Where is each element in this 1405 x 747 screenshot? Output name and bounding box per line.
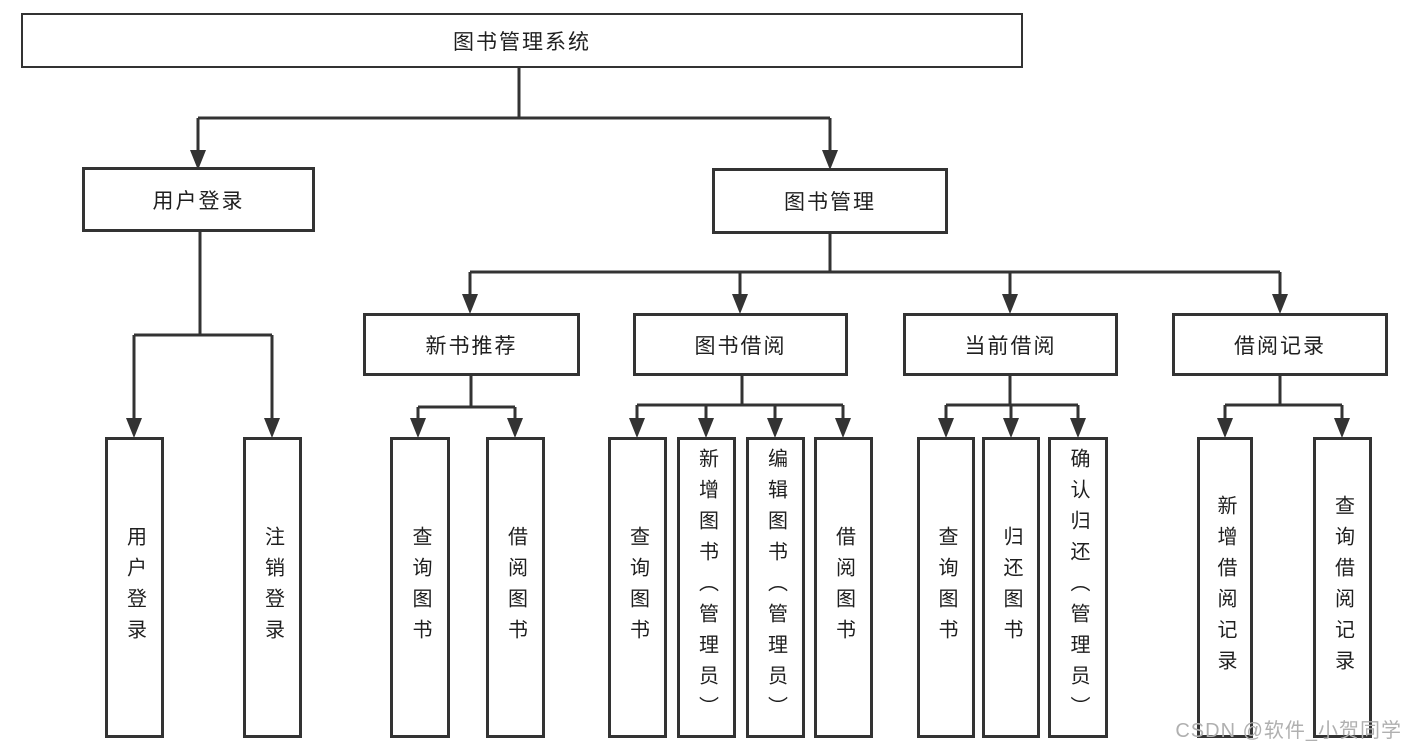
node-label: 注销登录 xyxy=(261,525,284,650)
node-label: 图书借阅 xyxy=(694,334,787,358)
node-current-borrowing: 当前借阅 xyxy=(903,313,1118,376)
node-label: 归还图书 xyxy=(1000,525,1022,650)
leaf-query-books-recommend: 查询图书 xyxy=(390,437,450,738)
connector-current-borrow-children xyxy=(938,376,1086,438)
node-label: 用户登录 xyxy=(152,189,245,213)
node-label: 查询图书 xyxy=(935,525,957,650)
node-label: 编辑图书（管理员） xyxy=(764,448,787,727)
node-label: 图书管理系统 xyxy=(453,30,591,54)
node-label: 借阅图书 xyxy=(832,525,855,650)
node-label: 查询借阅记录 xyxy=(1331,494,1354,681)
connector-new-book-children xyxy=(410,376,523,438)
node-book-management: 图书管理 xyxy=(712,168,948,234)
leaf-query-borrow-record: 查询借阅记录 xyxy=(1313,437,1372,738)
connector-root-to-level2 xyxy=(190,66,838,170)
node-label: 确认归还（管理员） xyxy=(1067,448,1089,727)
leaf-return-books: 归还图书 xyxy=(982,437,1040,738)
leaf-add-book-admin: 新增图书（管理员） xyxy=(677,437,736,738)
leaf-confirm-return-admin: 确认归还（管理员） xyxy=(1048,437,1108,738)
csdn-watermark: CSDN @软件_小贺同学 xyxy=(1175,720,1402,742)
node-user-login: 用户登录 xyxy=(82,167,315,232)
node-label: 查询图书 xyxy=(626,525,649,650)
node-new-book-recommend: 新书推荐 xyxy=(363,313,580,376)
leaf-user-login: 用户登录 xyxy=(105,437,164,738)
node-label: 用户登录 xyxy=(123,525,146,650)
leaf-borrow-books-recommend: 借阅图书 xyxy=(486,437,545,738)
node-label: 图书管理 xyxy=(784,191,876,214)
node-book-borrowing: 图书借阅 xyxy=(633,313,848,376)
leaf-add-borrow-record: 新增借阅记录 xyxy=(1197,437,1253,738)
leaf-query-books-current: 查询图书 xyxy=(917,437,975,738)
connector-book-borrow-children xyxy=(629,376,851,438)
node-label: 借阅图书 xyxy=(504,525,527,650)
node-label: 新增借阅记录 xyxy=(1214,494,1236,681)
connector-book-mgmt-to-level3 xyxy=(462,234,1288,314)
node-borrow-records: 借阅记录 xyxy=(1172,313,1388,376)
connector-user-login-children xyxy=(126,232,280,438)
leaf-logout: 注销登录 xyxy=(243,437,302,738)
node-label: 借阅记录 xyxy=(1234,334,1326,358)
leaf-edit-book-admin: 编辑图书（管理员） xyxy=(746,437,805,738)
node-library-system: 图书管理系统 xyxy=(21,13,1023,68)
node-label: 新书推荐 xyxy=(425,334,518,358)
node-label: 新增图书（管理员） xyxy=(695,448,718,727)
leaf-borrow-books-borrowing: 借阅图书 xyxy=(814,437,873,738)
node-label: 当前借阅 xyxy=(964,334,1057,358)
connector-borrow-records-children xyxy=(1217,376,1350,438)
node-label: 查询图书 xyxy=(409,525,431,650)
leaf-query-books-borrowing: 查询图书 xyxy=(608,437,667,738)
